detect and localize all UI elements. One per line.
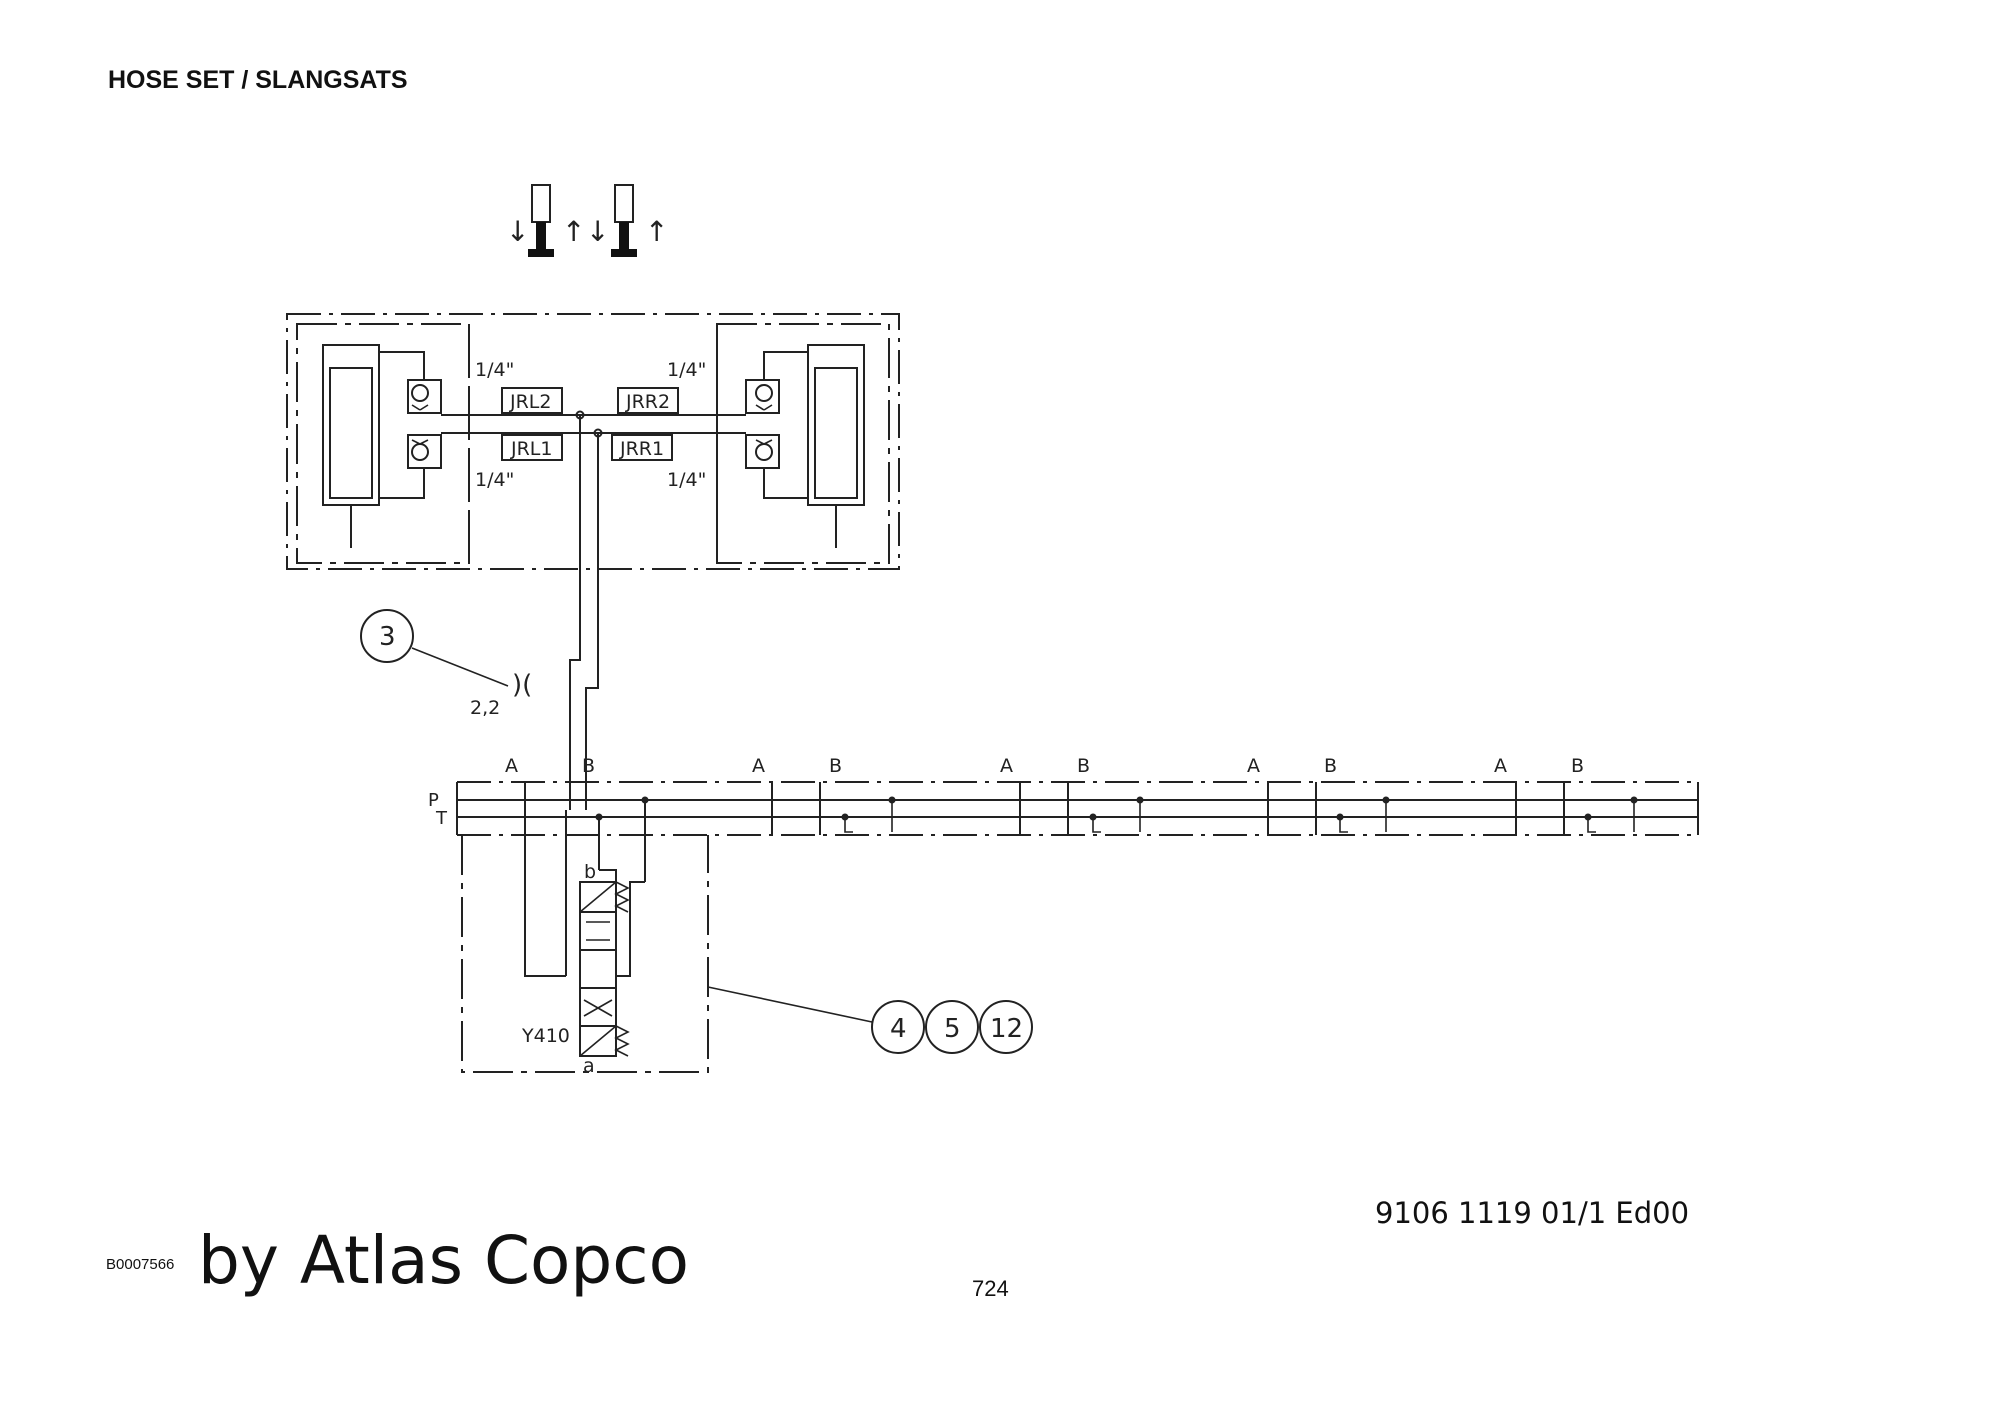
callout-4 xyxy=(871,1000,925,1054)
up-arrow-icon: ↑ xyxy=(645,215,668,248)
hose-size-label: 1/4" xyxy=(475,359,514,381)
port-label: A xyxy=(505,755,518,777)
page-title: HOSE SET / SLANGSATS xyxy=(108,66,408,94)
right-jack-cylinder xyxy=(745,344,865,548)
callout-12 xyxy=(979,1000,1033,1054)
port-label: A xyxy=(752,755,765,777)
document-number: 9106 1119 01/1 Ed00 xyxy=(1375,1196,1690,1230)
port-label: A xyxy=(1000,755,1013,777)
port-label: B xyxy=(1324,755,1337,777)
callouts-valve: 4 5 12 xyxy=(707,986,1033,1054)
manifold: P T xyxy=(428,755,1699,882)
callout-4-label: 4 xyxy=(890,1014,907,1044)
image-id: B0007566 xyxy=(106,1256,175,1273)
hose-size-label: 1/4" xyxy=(475,469,514,491)
port-t-label: T xyxy=(435,808,448,829)
valve-label: Y410 xyxy=(521,1025,570,1047)
callout-5-label: 5 xyxy=(944,1014,961,1044)
jrl1-label: JRL1 xyxy=(510,438,552,460)
callout-3-label: 3 xyxy=(379,622,396,652)
down-arrow-icon: ↓ xyxy=(506,215,529,248)
port-label: A xyxy=(1494,755,1507,777)
port-label: A xyxy=(1247,755,1260,777)
jack-motion-indicator: ↓ ↑ ↓ ↑ xyxy=(506,184,668,257)
left-jack-cylinder xyxy=(322,344,442,548)
port-p-label: P xyxy=(428,790,439,811)
up-arrow-icon: ↑ xyxy=(562,215,585,248)
port-label: B xyxy=(829,755,842,777)
callout-12-label: 12 xyxy=(990,1014,1023,1044)
valve-y410: b a Y410 xyxy=(461,782,709,1077)
port-label: B xyxy=(1077,755,1090,777)
hose-size-label: 1/4" xyxy=(667,359,706,381)
jrl1-tag xyxy=(501,434,563,461)
callout-5 xyxy=(925,1000,979,1054)
solenoid-a-label: a xyxy=(583,1055,595,1077)
page-number: 724 xyxy=(972,1276,1009,1301)
supply-hoses: )( 3 2,2 xyxy=(360,415,599,810)
jack-assembly-frame xyxy=(286,313,900,570)
restrictor-symbol: )( xyxy=(512,670,532,700)
solenoid-b-label: b xyxy=(584,861,596,883)
brand-caption: by Atlas Copco xyxy=(198,1222,689,1299)
jack-hoses: JRL2 JRR2 JRL1 JRR1 1/4" 1/4" 1/4" 1/4" xyxy=(441,359,746,491)
hose-size-label: 1/4" xyxy=(667,469,706,491)
jrr1-tag xyxy=(611,434,673,461)
jrl2-label: JRL2 xyxy=(509,391,551,413)
jrr2-tag xyxy=(617,387,679,414)
jrr1-label: JRR1 xyxy=(619,438,664,460)
callout-3 xyxy=(360,609,414,663)
port-label: B xyxy=(582,755,595,777)
port-label: B xyxy=(1571,755,1584,777)
jrr2-label: JRR2 xyxy=(625,391,670,413)
restrictor-value: 2,2 xyxy=(470,697,500,719)
jrl2-tag xyxy=(501,387,563,414)
down-arrow-icon: ↓ xyxy=(586,215,609,248)
